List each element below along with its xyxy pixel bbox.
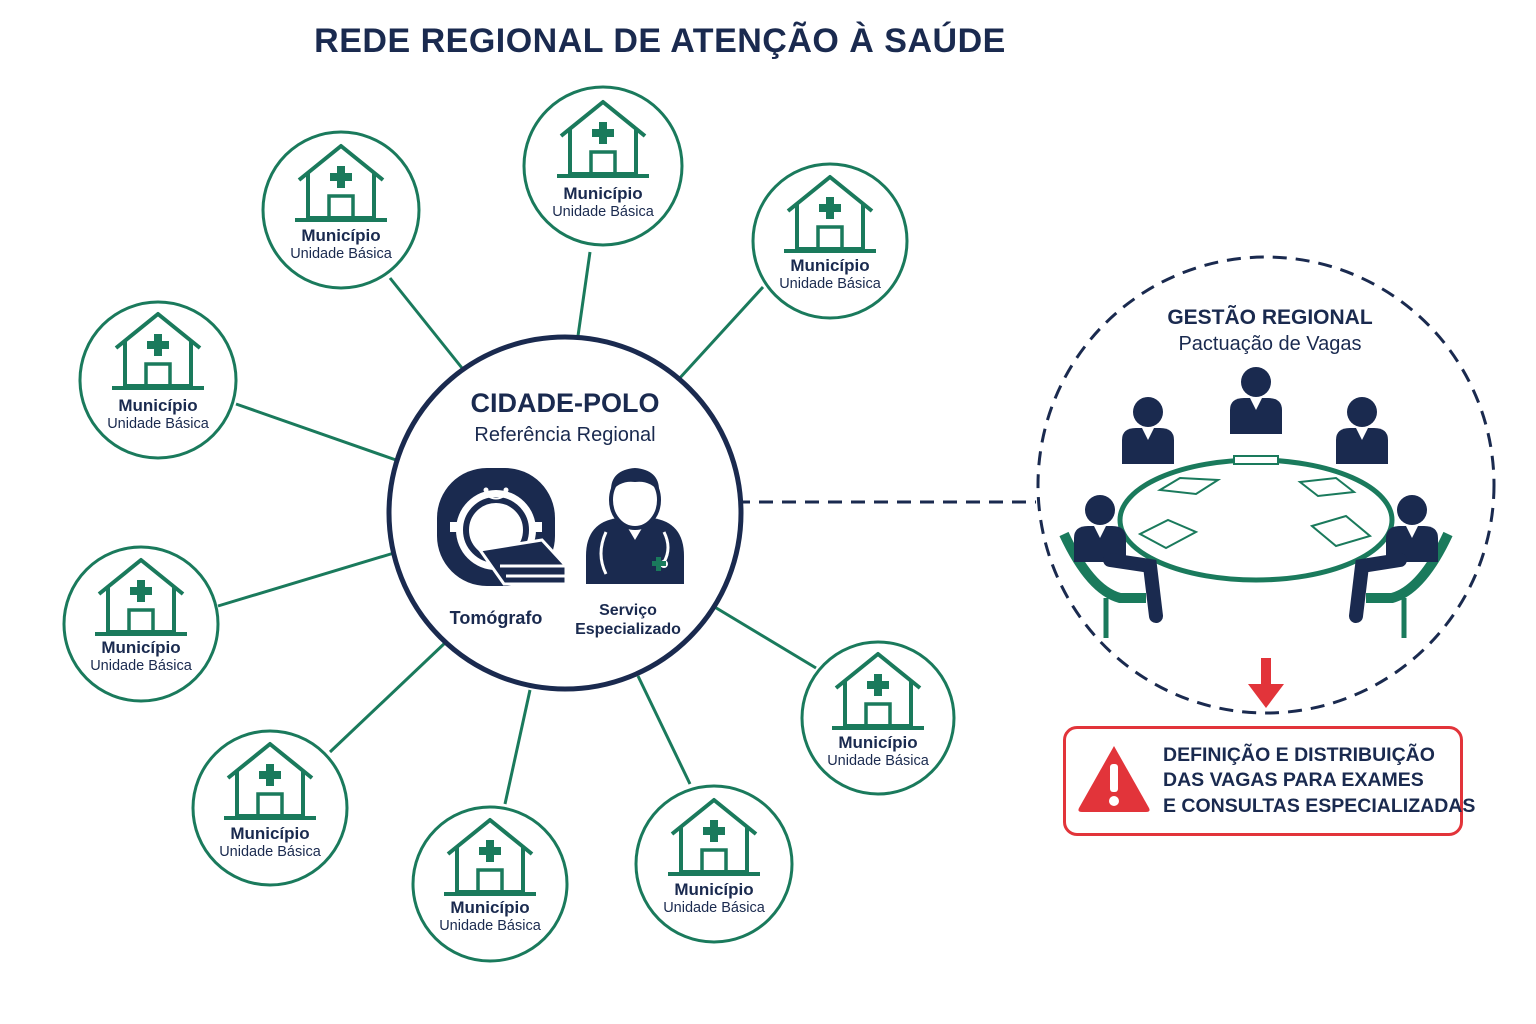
alert-text: DEFINIÇÃO E DISTRIBUIÇÃO DAS VAGAS PARA … (1163, 744, 1476, 817)
meeting-table-icon (1059, 367, 1453, 638)
ct-scanner-icon (437, 468, 568, 586)
governance-circle (1036, 255, 1496, 715)
doctor-icon (586, 468, 684, 584)
municipality-node (261, 130, 421, 290)
diagram-title: REDE REGIONAL DE ATENÇÃO À SAÚDE (314, 22, 1006, 60)
hub-circle (386, 334, 744, 692)
connector-lines (217, 251, 817, 805)
hub-title: CIDADE-POLO (470, 388, 660, 418)
municipality-node (411, 805, 569, 963)
governance-subtitle: Pactuação de Vagas (1178, 333, 1362, 355)
down-arrow-icon (1248, 658, 1284, 708)
municipality-node (78, 300, 238, 460)
municipality-node (522, 85, 684, 247)
ct-scanner-label: Tomógrafo (449, 608, 543, 628)
municipality-node (191, 729, 349, 887)
hub-subtitle: Referência Regional (474, 424, 656, 446)
specialized-service-label: Serviço Especializado (575, 602, 681, 639)
municipality-node (634, 784, 794, 944)
municipality-node (751, 162, 909, 320)
warning-icon (1078, 746, 1150, 812)
governance-title: GESTÃO REGIONAL (1167, 306, 1373, 329)
municipality-node (62, 545, 220, 703)
municipality-node (800, 640, 956, 796)
